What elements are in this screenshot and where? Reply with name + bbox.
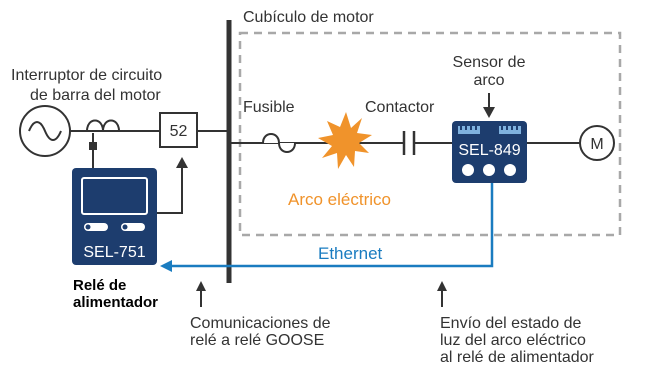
sel-849-relay: SEL-849 bbox=[452, 121, 527, 183]
motor-cubicle-label: Cubículo de motor bbox=[243, 9, 374, 26]
arc-sensor-arrow-head bbox=[483, 107, 495, 118]
ct-tap-node bbox=[89, 142, 97, 150]
arc-sensor-label-line2: arco bbox=[473, 72, 504, 89]
motor-icon bbox=[579, 125, 615, 161]
goose-label-line1: Comunicaciones de bbox=[190, 315, 331, 332]
contactor-label: Contactor bbox=[365, 99, 435, 116]
fuse-icon bbox=[262, 133, 296, 153]
current-transformer-icon bbox=[86, 119, 120, 132]
goose-label-line2: relé a relé GOOSE bbox=[190, 332, 324, 349]
feeder-relay-label-line2: alimentador bbox=[73, 294, 158, 311]
status-label-line2: luz del arco eléctrico bbox=[440, 332, 586, 349]
ethernet-arrow-head bbox=[160, 260, 172, 272]
breaker-52-label: 52 bbox=[170, 123, 188, 140]
status-label-line1: Envío del estado de bbox=[440, 315, 582, 332]
motor-label: M bbox=[590, 136, 603, 153]
status-label-line3: al relé de alimentador bbox=[440, 349, 595, 366]
arc-sensor-label-line1: Sensor de bbox=[453, 54, 526, 71]
feeder-relay-label-line1: Relé de bbox=[73, 277, 126, 294]
fuse-label: Fusible bbox=[243, 99, 295, 116]
ethernet-label: Ethernet bbox=[318, 244, 383, 263]
trip-arrow-head bbox=[176, 157, 188, 168]
trip-signal-line bbox=[157, 166, 183, 214]
ethernet-line bbox=[170, 183, 494, 268]
goose-arrow-head bbox=[196, 281, 206, 291]
breaker-52-box bbox=[159, 112, 198, 148]
sel-849-model: SEL-849 bbox=[458, 142, 520, 159]
ac-source-icon bbox=[19, 105, 71, 157]
bus-breaker-label-line1: Interruptor de circuito bbox=[11, 67, 162, 84]
arc-flash-icon bbox=[318, 112, 372, 169]
sel-751-model: SEL-751 bbox=[83, 244, 145, 261]
status-arrow-head bbox=[437, 281, 447, 291]
bus-breaker-label-line2: de barra del motor bbox=[30, 87, 161, 104]
sel-751-relay: SEL-751 bbox=[72, 168, 157, 265]
arc-flash-label: Arco eléctrico bbox=[288, 190, 391, 209]
motor-cubicle-box bbox=[238, 31, 622, 237]
contactor-icon bbox=[402, 131, 416, 155]
